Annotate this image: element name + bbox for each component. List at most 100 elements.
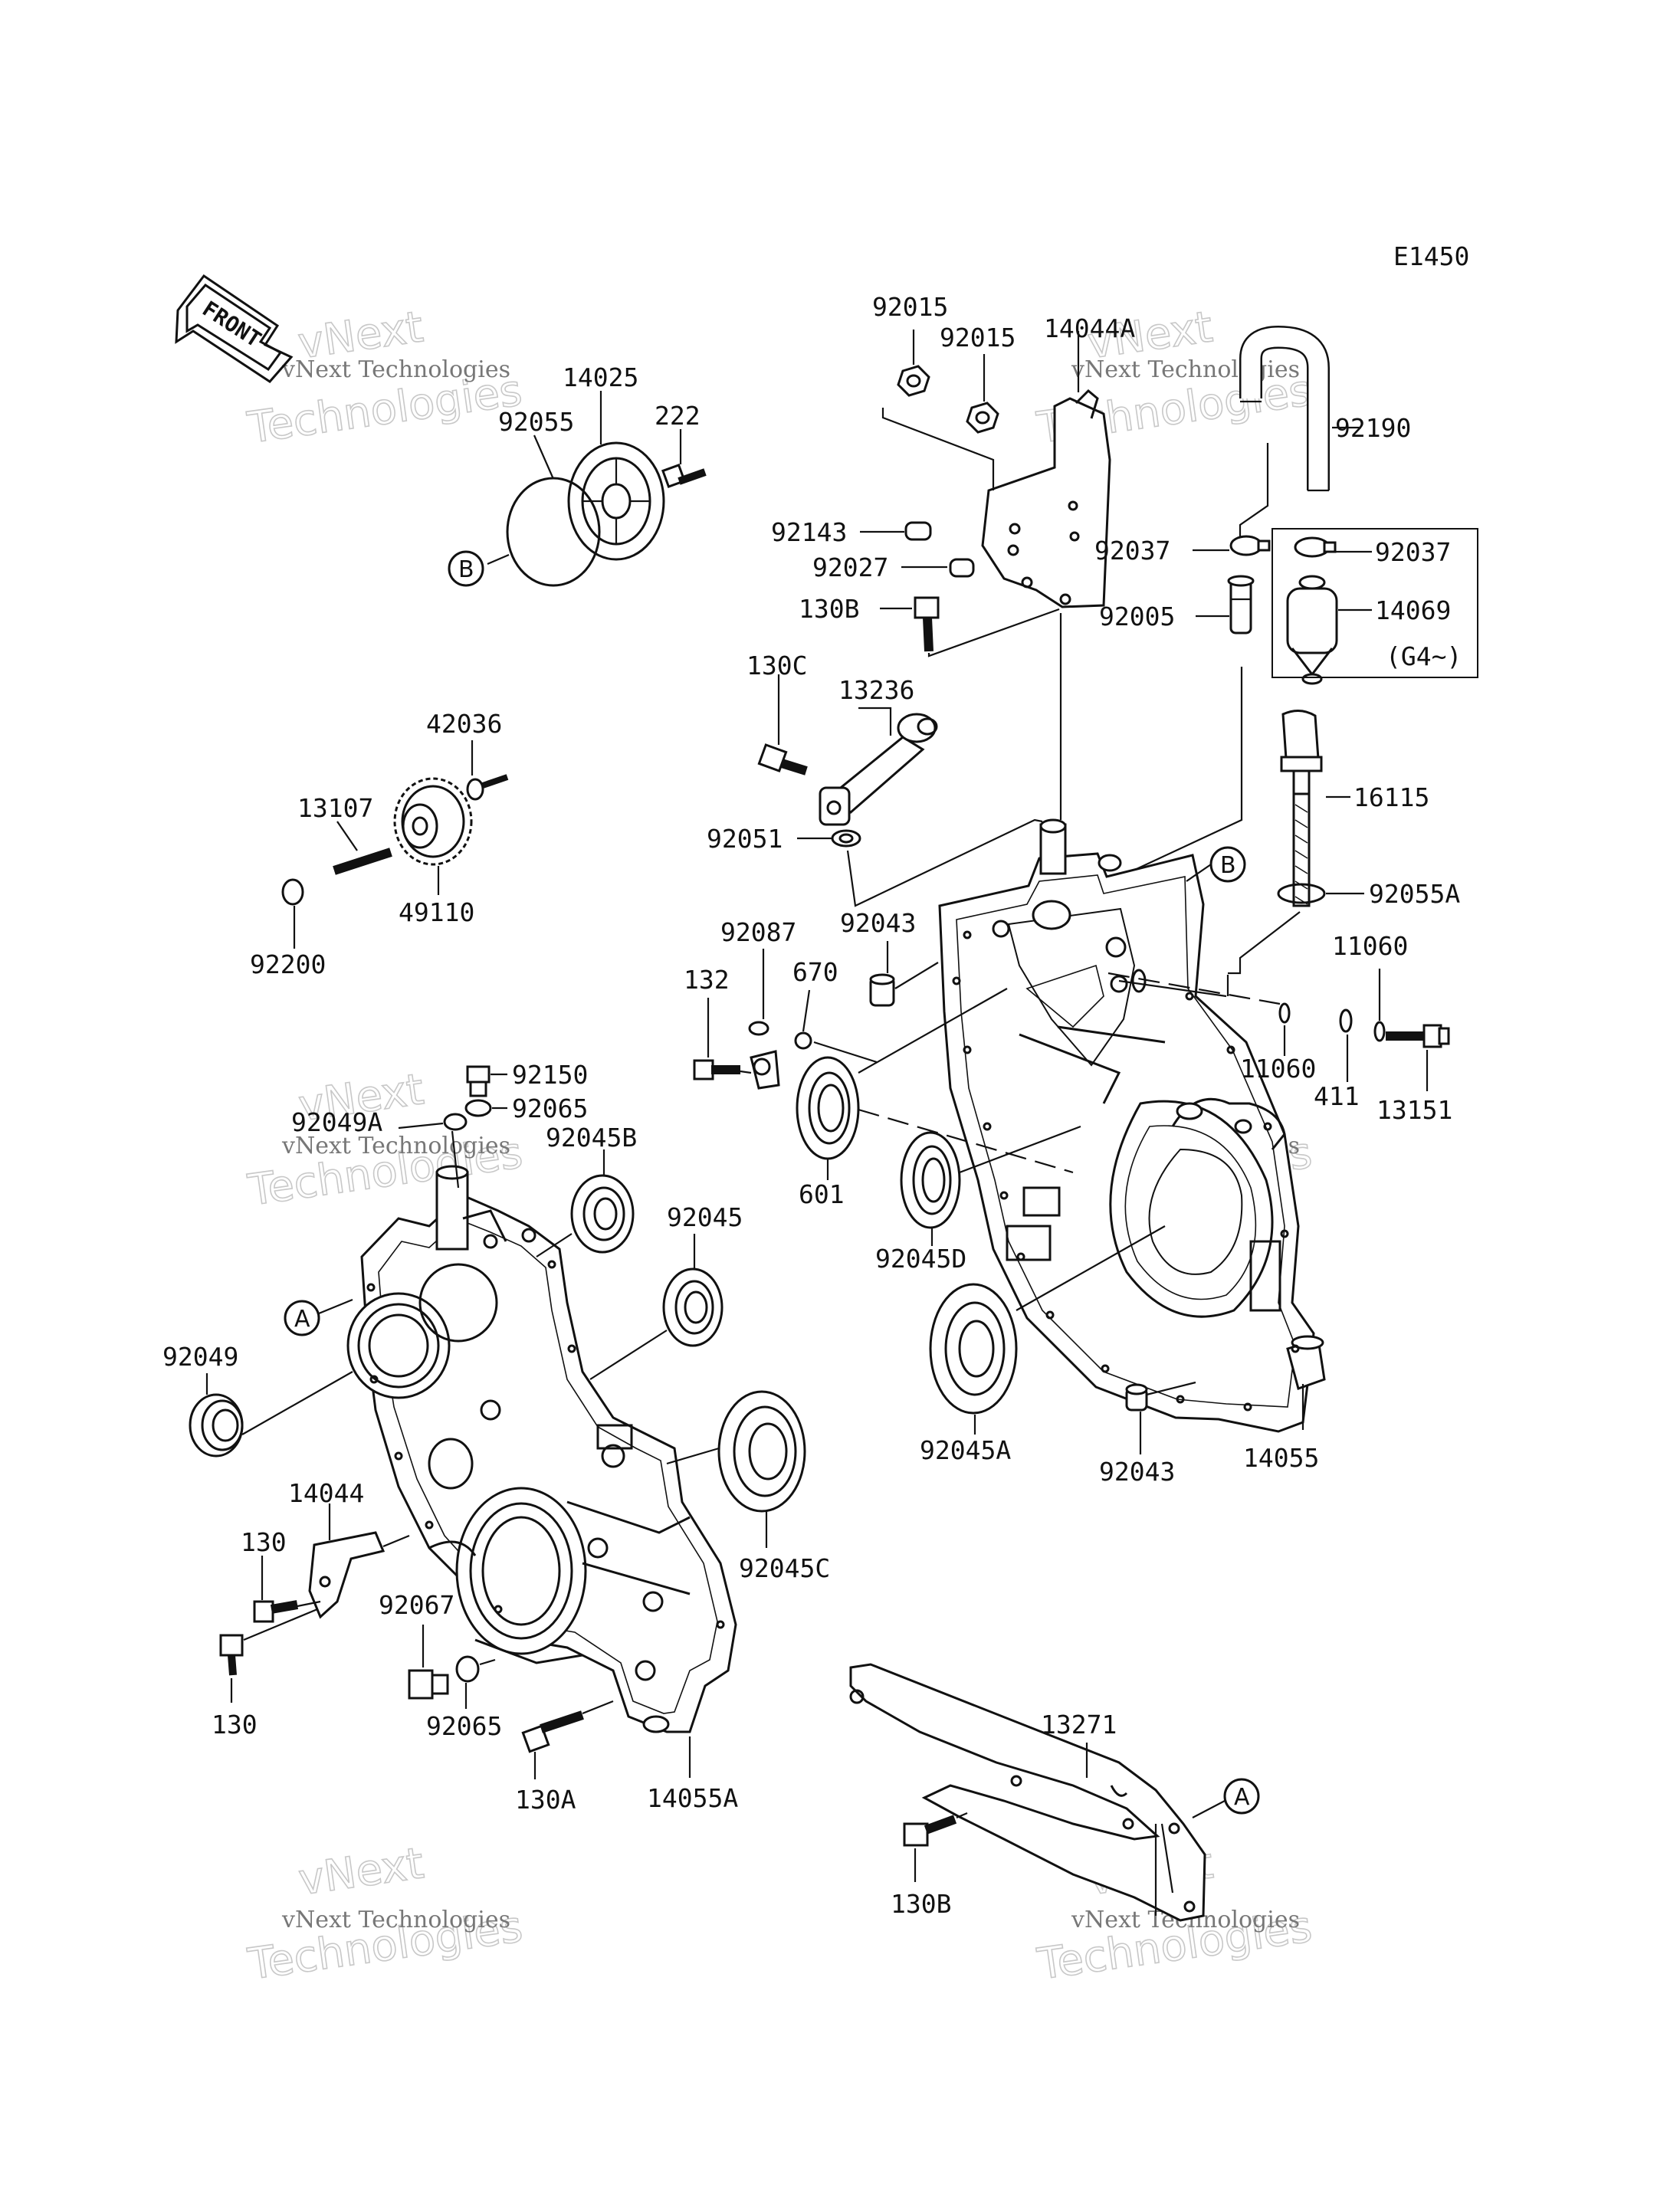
watermark-text-top-right: vNext Technologies	[1071, 356, 1300, 383]
label-92043-b: 92043	[1099, 1457, 1175, 1487]
shaft-13107	[333, 848, 392, 875]
label-130B-top: 130B	[799, 594, 859, 624]
bearing-601	[796, 1056, 860, 1160]
label-130C: 130C	[746, 651, 807, 680]
bolt-13151	[1386, 1024, 1450, 1048]
bolt-130B-top	[914, 596, 940, 652]
plate-92087	[748, 1021, 780, 1090]
label-92200: 92200	[250, 949, 326, 979]
label-92037-a: 92037	[1094, 536, 1170, 566]
clamp-92037-b	[1294, 536, 1337, 558]
bearing-92045C	[717, 1390, 806, 1513]
label-130A: 130A	[515, 1785, 576, 1815]
seal-92051	[831, 829, 861, 848]
g4-variant-box	[1271, 528, 1478, 678]
label-11060-a: 11060	[1332, 931, 1408, 961]
label-92067: 92067	[379, 1590, 454, 1620]
svg-text:B: B	[458, 556, 474, 583]
washer-92065-a	[464, 1099, 492, 1117]
dipstick-16115	[1280, 710, 1323, 907]
label-13151: 13151	[1376, 1095, 1452, 1125]
svg-text:vNext: vNext	[296, 1838, 427, 1905]
bolt-130-b	[219, 1634, 244, 1676]
bolt-132	[693, 1059, 740, 1080]
washer-92200	[281, 878, 304, 906]
front-arrow-icon: FRONT	[175, 274, 294, 383]
hose-92190	[1239, 325, 1330, 492]
label-132: 132	[684, 965, 730, 995]
washer-92065-b	[455, 1655, 480, 1683]
label-92027: 92027	[812, 553, 888, 582]
label-42036: 42036	[426, 709, 502, 739]
pump-cover-14025	[567, 441, 665, 561]
collar-92143	[904, 521, 932, 541]
bolt-92150	[466, 1065, 491, 1097]
lever-13236	[819, 713, 938, 826]
watermark-text-bottom-left: vNext Technologies	[281, 1907, 510, 1933]
seal-92049	[189, 1393, 244, 1458]
label-92045B: 92045B	[546, 1123, 637, 1153]
clamp-92037-a	[1229, 535, 1271, 556]
label-92065-a: 92065	[512, 1094, 588, 1123]
label-130-a: 130	[241, 1527, 287, 1557]
fitting-92005	[1227, 575, 1255, 635]
o-ring-670	[794, 1031, 812, 1050]
label-601: 601	[799, 1179, 845, 1209]
label-92037-b: 92037	[1375, 537, 1451, 567]
label-92143: 92143	[771, 517, 847, 547]
ref-b-right: B	[1209, 846, 1246, 883]
label-13236: 13236	[838, 675, 914, 705]
filter-14069	[1286, 575, 1338, 685]
ref-a-right: A	[1223, 1778, 1260, 1815]
label-92150: 92150	[512, 1060, 588, 1090]
diagram-code: E1450	[1393, 241, 1469, 271]
svg-text:B: B	[1220, 852, 1236, 879]
label-92049A: 92049A	[291, 1107, 382, 1137]
bracket-14044	[308, 1531, 386, 1619]
label-13271: 13271	[1041, 1710, 1117, 1740]
bracket-14044A	[981, 389, 1111, 608]
label-92190: 92190	[1335, 413, 1411, 443]
front-label: FRONT	[198, 296, 266, 353]
label-14044A: 14044A	[1044, 313, 1135, 343]
washer-42036	[466, 774, 509, 801]
o-ring-11060-b	[1373, 1021, 1386, 1042]
bearing-92045D	[900, 1131, 961, 1229]
nut-92015-a	[897, 365, 930, 397]
ref-a-left: A	[284, 1300, 320, 1336]
label-14069: 14069	[1375, 595, 1451, 625]
label-92043-a: 92043	[840, 908, 916, 938]
label-92015-b: 92015	[940, 323, 1016, 353]
label-13107: 13107	[297, 793, 373, 823]
o-ring-11060-a	[1278, 1002, 1291, 1024]
bearing-92045	[662, 1267, 724, 1347]
label-222: 222	[655, 401, 701, 431]
label-16115: 16115	[1354, 782, 1429, 812]
bolt-130A	[521, 1710, 584, 1753]
label-92065-b: 92065	[426, 1711, 502, 1741]
label-92055A: 92055A	[1369, 879, 1460, 909]
bolt-130C	[757, 743, 808, 776]
bolt-130-a	[253, 1600, 299, 1623]
label-11060-b: 11060	[1240, 1054, 1316, 1084]
label-49110: 49110	[399, 897, 474, 927]
bolt-92067	[408, 1669, 449, 1700]
label-14025: 14025	[563, 362, 638, 392]
label-92051: 92051	[707, 824, 783, 854]
label-g4: (G4~)	[1386, 641, 1462, 671]
gear-49110	[393, 777, 473, 866]
bearing-92045A	[929, 1283, 1018, 1415]
label-92045A: 92045A	[920, 1435, 1011, 1465]
watermark-text-top-left: vNext Technologies	[281, 356, 510, 383]
label-14055A: 14055A	[647, 1783, 738, 1813]
bolt-222	[661, 463, 707, 489]
label-130-b: 130	[212, 1710, 258, 1740]
crankcase-14055A	[346, 1165, 737, 1733]
bolt-130B-bottom	[903, 1815, 957, 1847]
washer-411	[1339, 1008, 1353, 1033]
gasket-13271	[849, 1663, 1206, 1922]
label-92049: 92049	[162, 1342, 238, 1372]
bearing-92045B	[570, 1174, 635, 1254]
label-92045D: 92045D	[875, 1244, 966, 1274]
dowel-92043-a	[869, 973, 895, 1007]
